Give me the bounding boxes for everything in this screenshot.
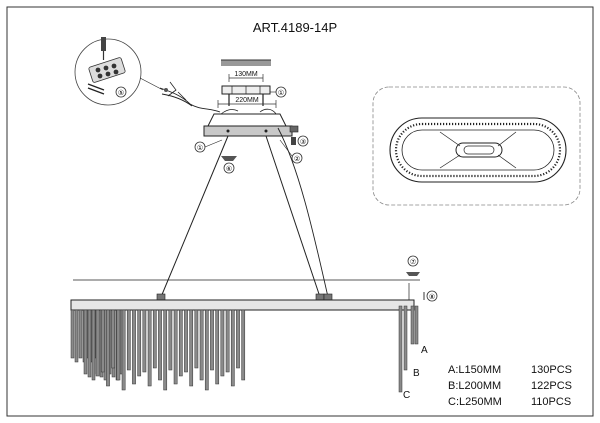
top-view-panel [372, 86, 581, 206]
callout-3: ③ [300, 138, 306, 146]
cap-nut-icon [221, 156, 237, 161]
crystal-strand [126, 309, 131, 371]
crystal-strand [137, 309, 142, 377]
rod-label-c: C [403, 390, 410, 401]
callout-1-bracket: ① [278, 89, 284, 97]
part-a-spec: A:L150MM [448, 364, 501, 376]
canopy [203, 108, 299, 137]
crystal-strand [241, 309, 246, 381]
crystal-strand [194, 309, 199, 369]
wiring-detail: ⑤ [74, 37, 164, 106]
crystal-strand [74, 309, 79, 363]
crystal-strand [106, 309, 110, 387]
crystal-strand [210, 309, 214, 371]
crystal-strand [121, 309, 126, 391]
crystal-strand [215, 309, 220, 385]
dimension-bottom: 220MM [235, 97, 259, 104]
sample-rod-a [414, 305, 419, 345]
crystal-strands [70, 309, 246, 391]
crystal-strand [173, 309, 178, 385]
rod-label-a: A [421, 345, 428, 356]
crystal-strand [163, 309, 168, 391]
article-title: ART.4189-14P [253, 20, 337, 35]
rod-label-b: B [413, 368, 420, 379]
crystal-strand [225, 309, 230, 373]
terminal-block-icon [88, 57, 126, 83]
top-view-ring-beads [394, 122, 562, 178]
crystal-strand [132, 309, 136, 385]
top-view-ring-inner [401, 129, 555, 171]
crystal-strand [100, 309, 105, 373]
crystal-strand [142, 309, 147, 373]
part-a-qty: 130PCS [531, 364, 572, 376]
sample-rod-b [403, 305, 408, 371]
crystal-strand [168, 309, 173, 371]
crystal-strand [184, 309, 188, 373]
callout-6: ⑥ [226, 165, 232, 173]
callout-5-detail [115, 86, 127, 98]
callout-1-canopy: ① [197, 144, 203, 152]
ceiling-mount: 130MM 220MM ① [217, 59, 287, 108]
sample-rod-a [410, 305, 415, 345]
crystal-strand [230, 309, 235, 387]
crystal-strand [189, 309, 194, 387]
main-frame [70, 299, 415, 311]
crystal-strand [147, 309, 152, 387]
crystal-strand [220, 309, 225, 377]
crystal-strand [111, 309, 116, 369]
crystal-strand [236, 309, 240, 369]
callout-8: ⑧ [429, 293, 435, 301]
callout-5-detail-label: ⑤ [118, 89, 124, 97]
sample-rods [398, 305, 419, 393]
ceiling-hatch [221, 60, 271, 66]
screwdriver-icon [101, 37, 106, 60]
crystal-strand [152, 309, 157, 369]
part-b-qty: 122PCS [531, 380, 572, 392]
crystal-strand [158, 309, 162, 381]
crystal-strand [95, 309, 100, 377]
sample-rod-c [398, 305, 403, 393]
part-c-qty: 110PCS [531, 396, 571, 408]
crystal-strand [116, 309, 121, 381]
crystal-strand [178, 309, 183, 377]
crystal-strand [204, 309, 209, 391]
crystal-strand [87, 309, 92, 378]
crystal-strand [70, 309, 75, 359]
part-c-spec: C:L250MM [448, 396, 502, 408]
crystal-strand [199, 309, 204, 381]
part-b-spec: B:L200MM [448, 380, 501, 392]
parts-legend: A:L150MM 130PCS B:L200MM 122PCS C:L250MM… [448, 364, 572, 408]
hook-icon [406, 272, 420, 276]
page-border [6, 6, 594, 417]
crystal-strand [78, 309, 83, 359]
suspension-cables [160, 127, 329, 298]
callout-2: ② [294, 156, 300, 163]
crystal-strand [83, 309, 88, 375]
screw-detail-icon [291, 137, 296, 145]
side-screw-icon [289, 125, 299, 133]
callout-7: ⑦ [410, 258, 416, 266]
dimension-top: 130MM [234, 71, 258, 78]
wire-bundle [159, 81, 221, 113]
crystal-strand [91, 309, 96, 381]
